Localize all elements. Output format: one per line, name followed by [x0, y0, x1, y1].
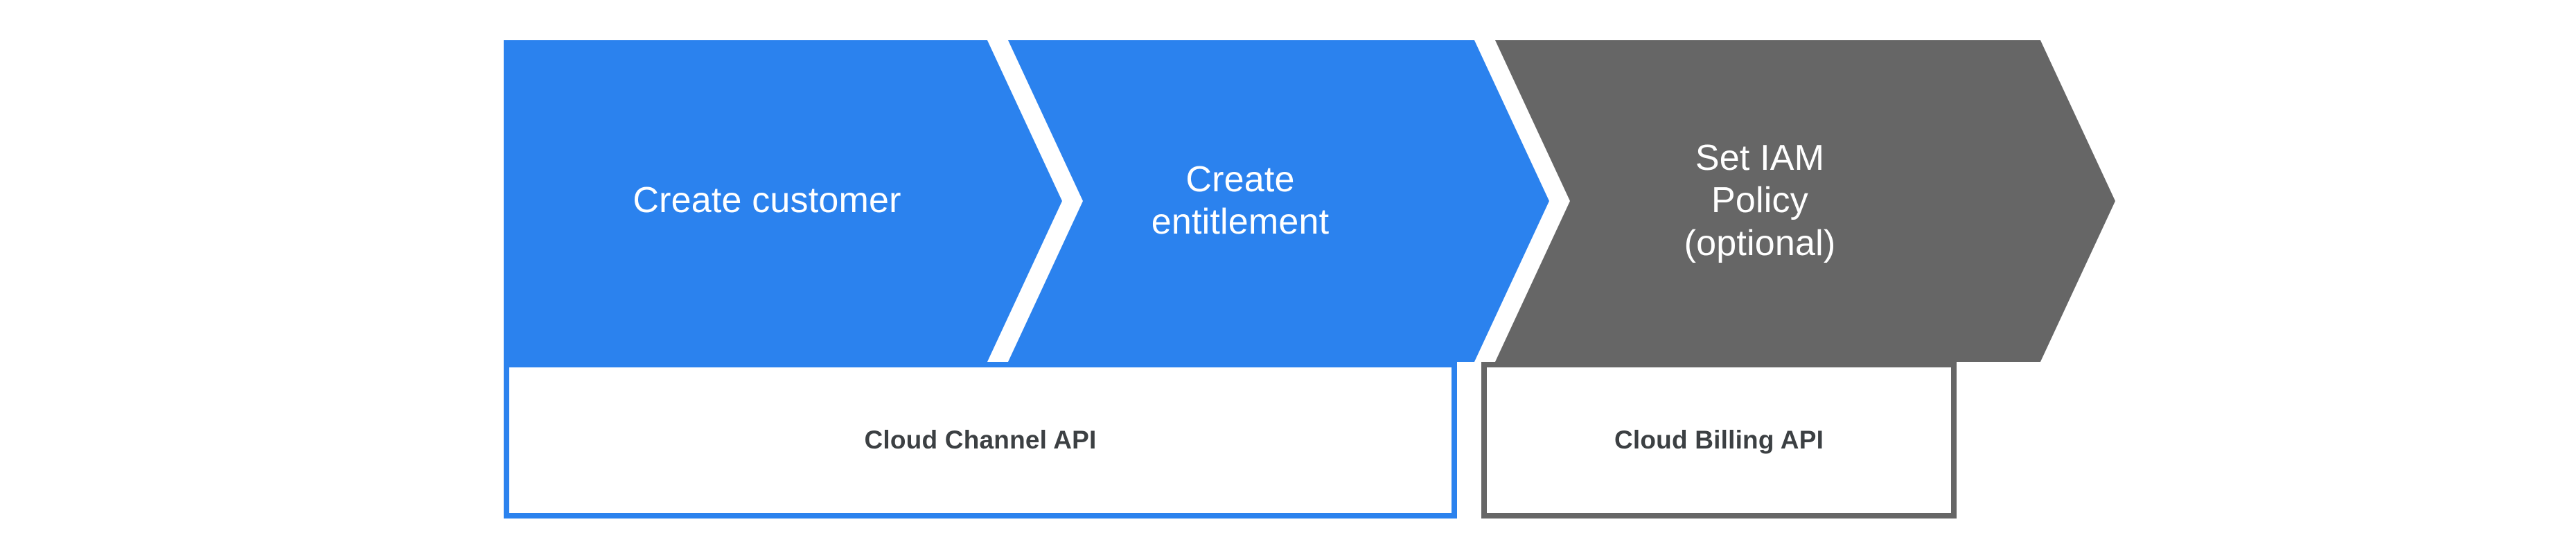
api-group-cloud-channel-api: Cloud Channel API [504, 362, 1457, 518]
api-group-cloud-billing-api: Cloud Billing API [1481, 362, 1957, 518]
step-label-set-iam-policy: Set IAM Policy (optional) [1684, 137, 1836, 263]
chevron-shape-set-iam-policy [1495, 40, 2115, 362]
chevron-shape-create-entitlement [1008, 40, 1549, 362]
api-group-label-cloud-channel-api: Cloud Channel API [864, 426, 1097, 454]
api-group-label-cloud-billing-api: Cloud Billing API [1614, 426, 1824, 454]
step-label-create-entitlement: Create entitlement [1151, 159, 1330, 242]
chevron-shape-create-customer [504, 40, 1062, 362]
step-label-create-customer: Create customer [633, 180, 901, 221]
